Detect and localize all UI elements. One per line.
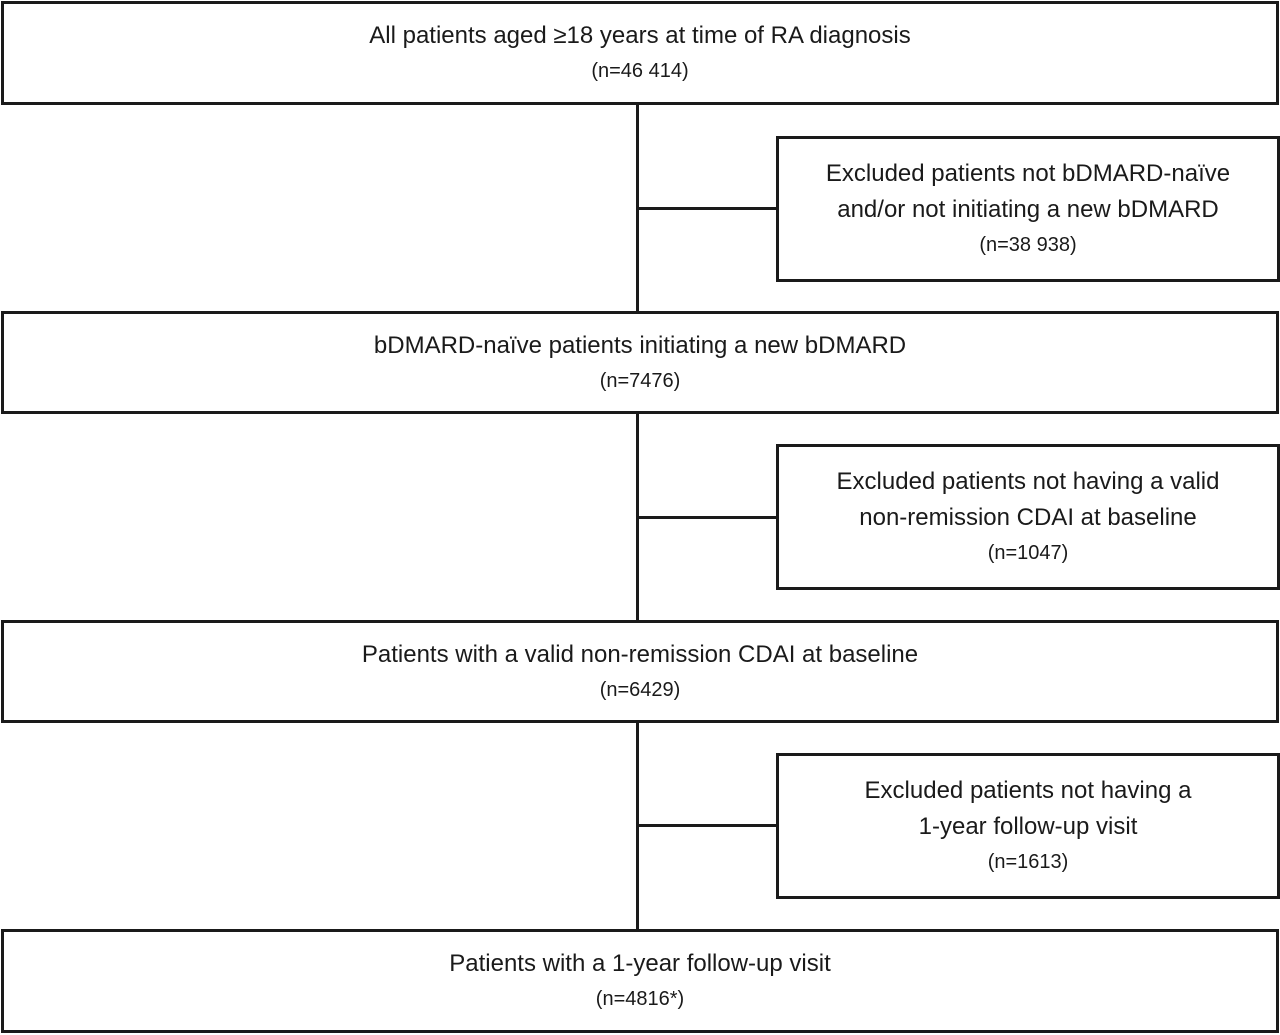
box-count: (n=46 414) bbox=[591, 60, 689, 82]
box-excluded-not-bdmard-naive: Excluded patients not bDMARD-naïve and/o… bbox=[776, 136, 1280, 282]
box-excluded-no-valid-cdai: Excluded patients not having a valid non… bbox=[776, 444, 1280, 590]
exclusion-branch-1 bbox=[636, 207, 778, 210]
box-label: Patients with a valid non-remission CDAI… bbox=[361, 640, 919, 668]
box-label-line-2: 1-year follow-up visit bbox=[918, 813, 1138, 840]
box-count: (n=1613) bbox=[987, 851, 1069, 873]
box-label: Patients with a 1-year follow-up visit bbox=[449, 950, 831, 977]
box-count: (n=1047) bbox=[987, 542, 1069, 564]
box-label-line-1: Excluded patients not having a valid bbox=[836, 468, 1220, 495]
box-label: All patients aged ≥18 years at time of R… bbox=[369, 22, 911, 49]
box-label-line-1: Excluded patients not having a bbox=[864, 777, 1192, 804]
box-followup-patients: Patients with a 1-year follow-up visit (… bbox=[1, 929, 1279, 1033]
box-label-line-1: Excluded patients not bDMARD-naïve bbox=[825, 160, 1231, 187]
box-count: (n=6429) bbox=[599, 678, 681, 701]
box-count: (n=7476) bbox=[599, 369, 681, 392]
box-bdmard-naive-patients: bDMARD-naïve patients initiating a new b… bbox=[1, 311, 1279, 414]
box-excluded-no-followup: Excluded patients not having a 1-year fo… bbox=[776, 753, 1280, 899]
box-valid-cdai-patients: Patients with a valid non-remission CDAI… bbox=[1, 620, 1279, 723]
box-label-line-2: non-remission CDAI at baseline bbox=[859, 504, 1197, 531]
box-count: (n=4816*) bbox=[595, 988, 685, 1010]
box-all-patients: All patients aged ≥18 years at time of R… bbox=[1, 1, 1279, 105]
box-count: (n=38 938) bbox=[979, 234, 1077, 256]
box-label-line-2: and/or not initiating a new bDMARD bbox=[837, 196, 1219, 223]
exclusion-branch-3 bbox=[636, 824, 778, 827]
exclusion-branch-2 bbox=[636, 516, 778, 519]
box-label: bDMARD-naïve patients initiating a new b… bbox=[373, 331, 907, 359]
